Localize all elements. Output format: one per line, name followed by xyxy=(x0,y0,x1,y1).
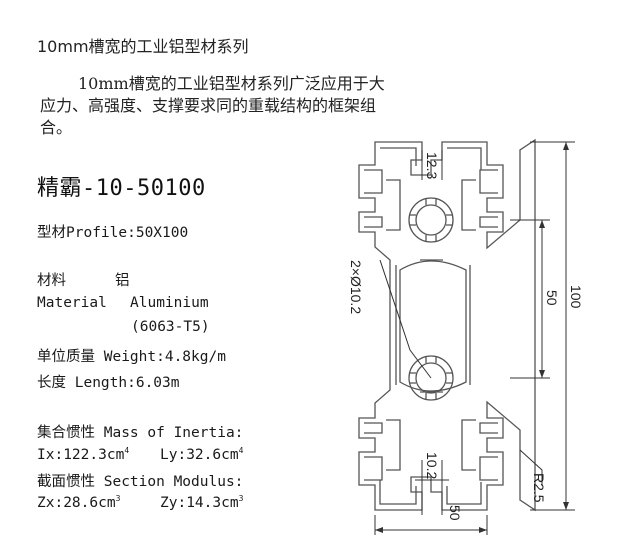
dim-width-label: 50 xyxy=(447,505,463,521)
weight-spec: 单位质量 Weight:4.8kg/m xyxy=(37,349,226,365)
material-label-cn: 材料 xyxy=(37,273,66,289)
dim-inner-label: 50 xyxy=(544,290,560,306)
model-name: 精霸-10-50100 xyxy=(37,176,206,201)
material-grade: (6063-T5) xyxy=(131,319,210,335)
intro-paragraph: 10mm槽宽的工业铝型材系列广泛应用于大应力、高强度、支撑要求同的重载结构的框架… xyxy=(40,74,385,137)
profile-cross-section-drawing: 12.3 2×Ø10.2 50 100 10.2 50 R2.5 xyxy=(348,138,584,535)
center-hole-bottom xyxy=(408,355,454,401)
inertia-title: 集合惯性 Mass of Inertia: xyxy=(37,425,244,441)
dim-hole-label: 2×Ø10.2 xyxy=(348,260,364,314)
inertia-ly: Ly:32.6cm4 xyxy=(160,446,244,463)
section-zy: Zy:14.3cm3 xyxy=(160,494,244,511)
material-value-en: Aluminium xyxy=(130,295,209,311)
section-title: 截面惯性 Section Modulus: xyxy=(37,474,244,490)
material-label-en: Material xyxy=(37,295,107,311)
profile-spec: 型材Profile:50X100 xyxy=(37,225,189,241)
center-hole-top xyxy=(408,197,454,243)
dim-total-label: 100 xyxy=(568,285,584,309)
profile-outline xyxy=(358,138,536,512)
dimension-lines xyxy=(374,141,575,535)
section-zx: Zx:28.6cm3 xyxy=(37,494,121,511)
dim-slot-bottom-label: 10.2 xyxy=(424,452,440,479)
material-value-cn: 铝 xyxy=(115,273,130,289)
dim-slot-top-label: 12.3 xyxy=(424,152,440,179)
section-heading: 10mm槽宽的工业铝型材系列 xyxy=(37,37,249,56)
length-spec: 长度 Length:6.03m xyxy=(37,375,180,391)
inertia-ix: Ix:122.3cm4 xyxy=(37,446,130,463)
dim-radius-label: R2.5 xyxy=(531,473,547,503)
